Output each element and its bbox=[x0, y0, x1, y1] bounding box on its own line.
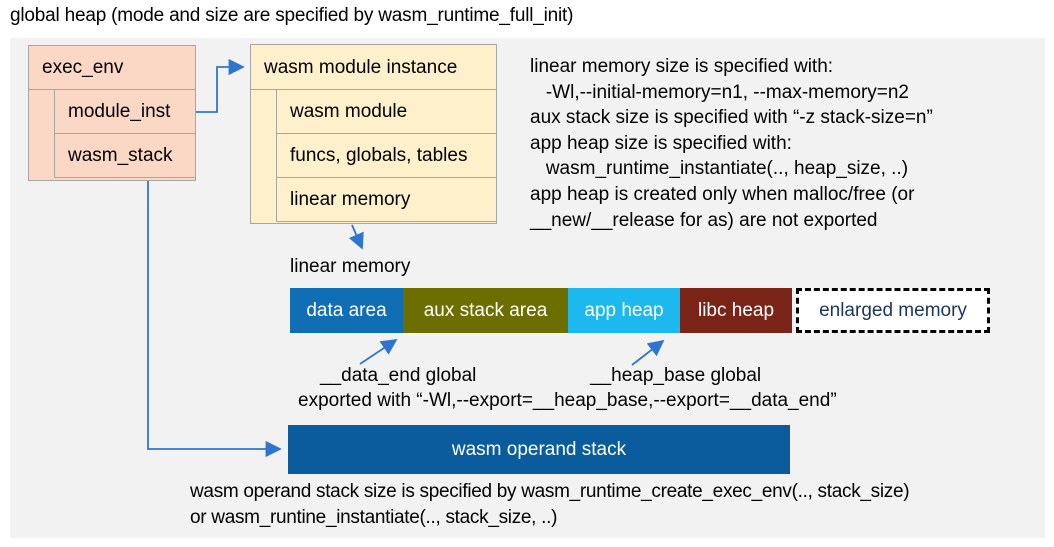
segment-aux-stack-area: aux stack area bbox=[403, 288, 568, 333]
exec-env-row-wasm-stack: wasm_stack bbox=[54, 133, 196, 178]
segment-libc-heap: libc heap bbox=[680, 288, 792, 333]
exec-env-row-module-inst: module_inst bbox=[54, 89, 196, 134]
note-line: linear memory size is specified with: bbox=[530, 56, 834, 77]
annotation-export-line: exported with “-Wl,--export=__heap_base,… bbox=[298, 390, 837, 411]
wasm-operand-stack-label: wasm operand stack bbox=[451, 438, 627, 460]
arrow-heap-base-to-bar bbox=[631, 339, 665, 366]
diagram-panel: exec_env module_inst wasm_stack wasm mod… bbox=[10, 38, 1045, 538]
segment-app-heap-label: app heap bbox=[584, 299, 664, 321]
diagram-title: global heap (mode and size are specified… bbox=[10, 5, 574, 26]
segment-data-area: data area bbox=[290, 288, 403, 333]
arrow-data-end-to-bar bbox=[359, 339, 398, 365]
arrow-linear-memory-row-to-label bbox=[348, 224, 364, 250]
annotation-heap-base-global: __heap_base global bbox=[590, 365, 762, 386]
segment-aux-stack-area-label: aux stack area bbox=[423, 299, 548, 321]
footer-line: or wasm_runtine_instantiate(.., stack_si… bbox=[190, 507, 558, 528]
row-funcs-globals-tables: funcs, globals, tables bbox=[276, 133, 497, 178]
segment-libc-heap-label: libc heap bbox=[697, 299, 775, 321]
segment-app-heap: app heap bbox=[568, 288, 680, 333]
note-line: app heap is created only when malloc/fre… bbox=[530, 183, 915, 205]
wasm-module-instance-rows: wasm module funcs, globals, tables linea… bbox=[276, 89, 497, 224]
segment-enlarged-memory-label: enlarged memory bbox=[819, 299, 967, 321]
note-line: -Wl,--initial-memory=n1, --max-memory=n2 bbox=[530, 81, 909, 103]
segment-data-area-label: data area bbox=[306, 299, 387, 321]
row-linear-memory: linear memory bbox=[276, 177, 497, 222]
note-line: app heap size is specified with: bbox=[530, 132, 792, 154]
note-line: aux stack size is specified with “-z sta… bbox=[530, 107, 933, 129]
wasm-module-instance-box: wasm module instance wasm module funcs, … bbox=[250, 44, 497, 224]
footer-line: wasm operand stack size is specified by … bbox=[190, 481, 910, 502]
exec-env-box: exec_env module_inst wasm_stack bbox=[28, 45, 196, 181]
notes-right-block: linear memory size is specified with: -W… bbox=[530, 54, 933, 233]
wasm-module-instance-header: wasm module instance bbox=[251, 45, 496, 90]
exec-env-header: exec_env bbox=[29, 46, 195, 90]
annotation-data-end-global: __data_end global bbox=[320, 365, 477, 386]
linear-memory-label: linear memory bbox=[290, 256, 411, 277]
footer-notes: wasm operand stack size is specified by … bbox=[190, 479, 910, 531]
wasm-operand-stack-bar: wasm operand stack bbox=[288, 425, 790, 474]
row-wasm-module: wasm module bbox=[276, 89, 497, 134]
segment-enlarged-memory: enlarged memory bbox=[796, 288, 990, 333]
exec-env-rows: module_inst wasm_stack bbox=[54, 89, 196, 181]
note-line: wasm_runtime_instantiate(.., heap_size, … bbox=[530, 158, 909, 180]
note-line: __new/__release for as) are not exported bbox=[530, 209, 878, 231]
